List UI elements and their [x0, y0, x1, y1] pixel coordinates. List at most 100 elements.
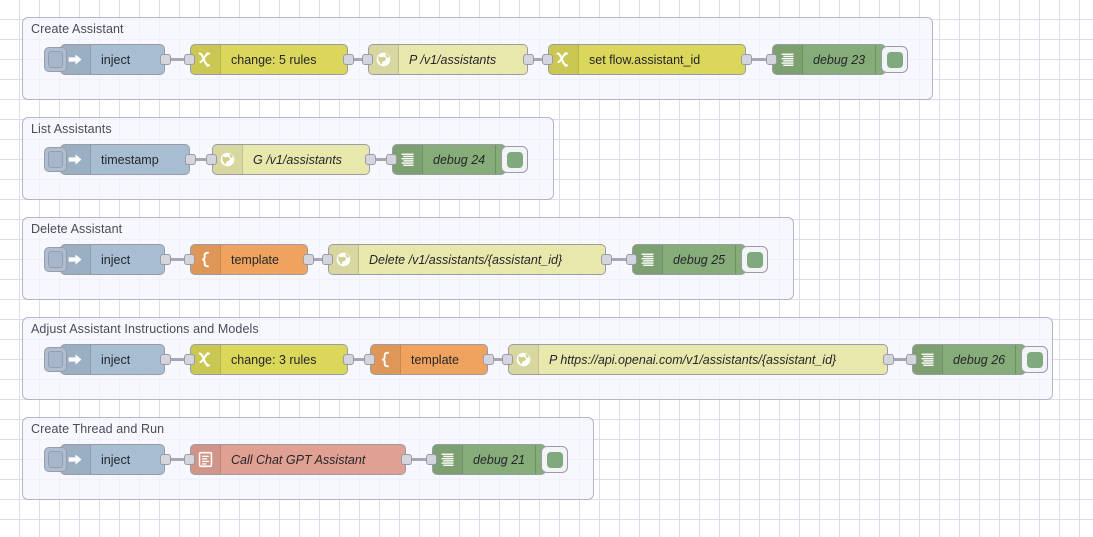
- node-output-port[interactable]: [343, 54, 354, 65]
- wire[interactable]: [888, 358, 912, 361]
- node-inject-n18[interactable]: inject: [44, 444, 165, 475]
- inject-trigger-indicator: [48, 251, 63, 268]
- node-output-port[interactable]: [523, 54, 534, 65]
- node-output-port[interactable]: [883, 354, 894, 365]
- node-openai-n19[interactable]: Call Chat GPT Assistant: [190, 444, 406, 475]
- node-debug-n20[interactable]: debug 21: [432, 444, 568, 475]
- group-label: Adjust Assistant Instructions and Models: [31, 322, 259, 336]
- debug-toggle-button[interactable]: [1021, 346, 1048, 373]
- brace-icon: [371, 345, 401, 374]
- node-input-port[interactable]: [364, 354, 375, 365]
- wire[interactable]: [348, 358, 370, 361]
- inject-trigger-button[interactable]: [44, 147, 67, 172]
- wire[interactable]: [165, 358, 190, 361]
- node-inject-n9[interactable]: inject: [44, 244, 165, 275]
- node-input-port[interactable]: [184, 54, 195, 65]
- inject-trigger-button[interactable]: [44, 447, 67, 472]
- node-label: Delete /v1/assistants/{assistant_id}: [369, 252, 563, 267]
- node-label: inject: [101, 252, 131, 267]
- node-http-request-n11[interactable]: Delete /v1/assistants/{assistant_id}: [328, 244, 606, 275]
- node-input-port[interactable]: [362, 54, 373, 65]
- node-template-n15[interactable]: template: [370, 344, 488, 375]
- node-label: inject: [101, 352, 131, 367]
- wire[interactable]: [488, 358, 508, 361]
- node-input-port[interactable]: [766, 54, 777, 65]
- node-input-port[interactable]: [626, 254, 637, 265]
- wire[interactable]: [406, 458, 432, 461]
- node-output-port[interactable]: [160, 454, 171, 465]
- node-change-n2[interactable]: change: 5 rules: [190, 44, 348, 75]
- wire[interactable]: [746, 58, 772, 61]
- debug-toggle-button[interactable]: [741, 246, 768, 273]
- wire[interactable]: [370, 158, 392, 161]
- node-output-port[interactable]: [401, 454, 412, 465]
- node-output-port[interactable]: [303, 254, 314, 265]
- node-http-request-n3[interactable]: P /v1/assistants: [368, 44, 528, 75]
- node-input-port[interactable]: [906, 354, 917, 365]
- node-http-request-n16[interactable]: P https://api.openai.com/v1/assistants/{…: [508, 344, 888, 375]
- debug-list-icon: [393, 145, 423, 174]
- node-label: P /v1/assistants: [409, 52, 497, 67]
- node-debug-n17[interactable]: debug 26: [912, 344, 1048, 375]
- node-label: change: 3 rules: [231, 352, 317, 367]
- node-template-n10[interactable]: template: [190, 244, 308, 275]
- node-input-port[interactable]: [322, 254, 333, 265]
- node-output-port[interactable]: [160, 54, 171, 65]
- debug-toggle-indicator: [1026, 351, 1043, 368]
- node-label: G /v1/assistants: [253, 152, 342, 167]
- node-label: change: 5 rules: [231, 52, 317, 67]
- node-change-n14[interactable]: change: 3 rules: [190, 344, 348, 375]
- wire[interactable]: [308, 258, 328, 261]
- node-output-port[interactable]: [483, 354, 494, 365]
- node-input-port[interactable]: [542, 54, 553, 65]
- node-input-port[interactable]: [184, 454, 195, 465]
- wire[interactable]: [165, 458, 190, 461]
- shuffle-icon: [191, 45, 221, 74]
- wire[interactable]: [190, 158, 212, 161]
- inject-trigger-indicator: [48, 51, 63, 68]
- node-output-port[interactable]: [601, 254, 612, 265]
- inject-trigger-button[interactable]: [44, 247, 67, 272]
- node-inject-n6[interactable]: timestamp: [44, 144, 190, 175]
- node-label: debug 21: [473, 452, 526, 467]
- node-inject-n13[interactable]: inject: [44, 344, 165, 375]
- node-change-n4[interactable]: set flow.assistant_id: [548, 44, 746, 75]
- shuffle-icon: [549, 45, 579, 74]
- node-input-port[interactable]: [206, 154, 217, 165]
- node-output-port[interactable]: [185, 154, 196, 165]
- debug-toggle-indicator: [506, 151, 523, 168]
- node-output-port[interactable]: [343, 354, 354, 365]
- node-inject-n1[interactable]: inject: [44, 44, 165, 75]
- inject-trigger-button[interactable]: [44, 347, 67, 372]
- globe-icon: [213, 145, 243, 174]
- node-http-request-n7[interactable]: G /v1/assistants: [212, 144, 370, 175]
- debug-toggle-button[interactable]: [541, 446, 568, 473]
- node-label: P https://api.openai.com/v1/assistants/{…: [549, 352, 837, 367]
- node-input-port[interactable]: [184, 254, 195, 265]
- node-output-port[interactable]: [365, 154, 376, 165]
- debug-toggle-indicator: [746, 251, 763, 268]
- wire[interactable]: [528, 58, 548, 61]
- inject-trigger-button[interactable]: [44, 47, 67, 72]
- node-label: template: [231, 252, 279, 267]
- node-debug-n8[interactable]: debug 24: [392, 144, 528, 175]
- debug-toggle-button[interactable]: [881, 46, 908, 73]
- node-output-port[interactable]: [741, 54, 752, 65]
- debug-toggle-indicator: [886, 51, 903, 68]
- node-input-port[interactable]: [426, 454, 437, 465]
- wire[interactable]: [165, 58, 190, 61]
- node-output-port[interactable]: [160, 254, 171, 265]
- debug-list-icon: [433, 445, 463, 474]
- debug-toggle-button[interactable]: [501, 146, 528, 173]
- wire[interactable]: [606, 258, 632, 261]
- node-debug-n12[interactable]: debug 25: [632, 244, 768, 275]
- node-debug-n5[interactable]: debug 23: [772, 44, 908, 75]
- node-output-port[interactable]: [160, 354, 171, 365]
- node-input-port[interactable]: [386, 154, 397, 165]
- node-input-port[interactable]: [184, 354, 195, 365]
- debug-list-icon: [773, 45, 803, 74]
- node-input-port[interactable]: [502, 354, 513, 365]
- wire[interactable]: [348, 58, 368, 61]
- wire[interactable]: [165, 258, 190, 261]
